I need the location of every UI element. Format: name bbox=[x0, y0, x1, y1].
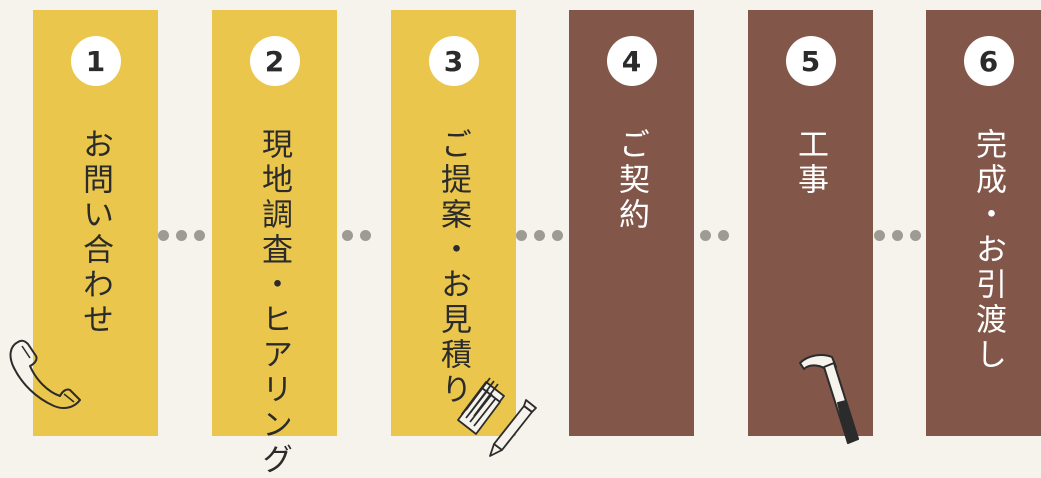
step-number: 2 bbox=[249, 36, 300, 86]
step-card-4: 4 ご契約 bbox=[569, 10, 694, 436]
step-label: 現地調査・ヒアリング bbox=[256, 128, 292, 478]
connector-dots bbox=[158, 229, 205, 241]
connector-dots bbox=[700, 229, 729, 241]
step-label: ご契約 bbox=[613, 128, 649, 233]
step-number: 6 bbox=[963, 36, 1014, 86]
step-card-5: 5 工事 bbox=[748, 10, 873, 436]
step-number: 5 bbox=[785, 36, 836, 86]
step-number: 3 bbox=[428, 36, 479, 86]
phone-icon bbox=[9, 339, 81, 409]
step-label: ご提案・お見積り bbox=[435, 128, 471, 408]
step-label: お問い合わせ bbox=[77, 128, 113, 338]
step-card-6: 6 完成・お引渡し bbox=[926, 10, 1041, 436]
step-card-3: 3 ご提案・お見積り bbox=[391, 10, 516, 436]
step-card-1: 1 お問い合わせ bbox=[33, 10, 158, 436]
step-number: 4 bbox=[606, 36, 657, 86]
hammer-icon bbox=[799, 354, 859, 444]
step-card-2: 2 現地調査・ヒアリング bbox=[212, 10, 337, 478]
connector-dots bbox=[342, 229, 371, 241]
step-number: 1 bbox=[70, 36, 121, 86]
step-label: 完成・お引渡し bbox=[970, 128, 1006, 373]
step-label: 工事 bbox=[792, 128, 828, 198]
notepad-pen-icon bbox=[457, 377, 537, 457]
